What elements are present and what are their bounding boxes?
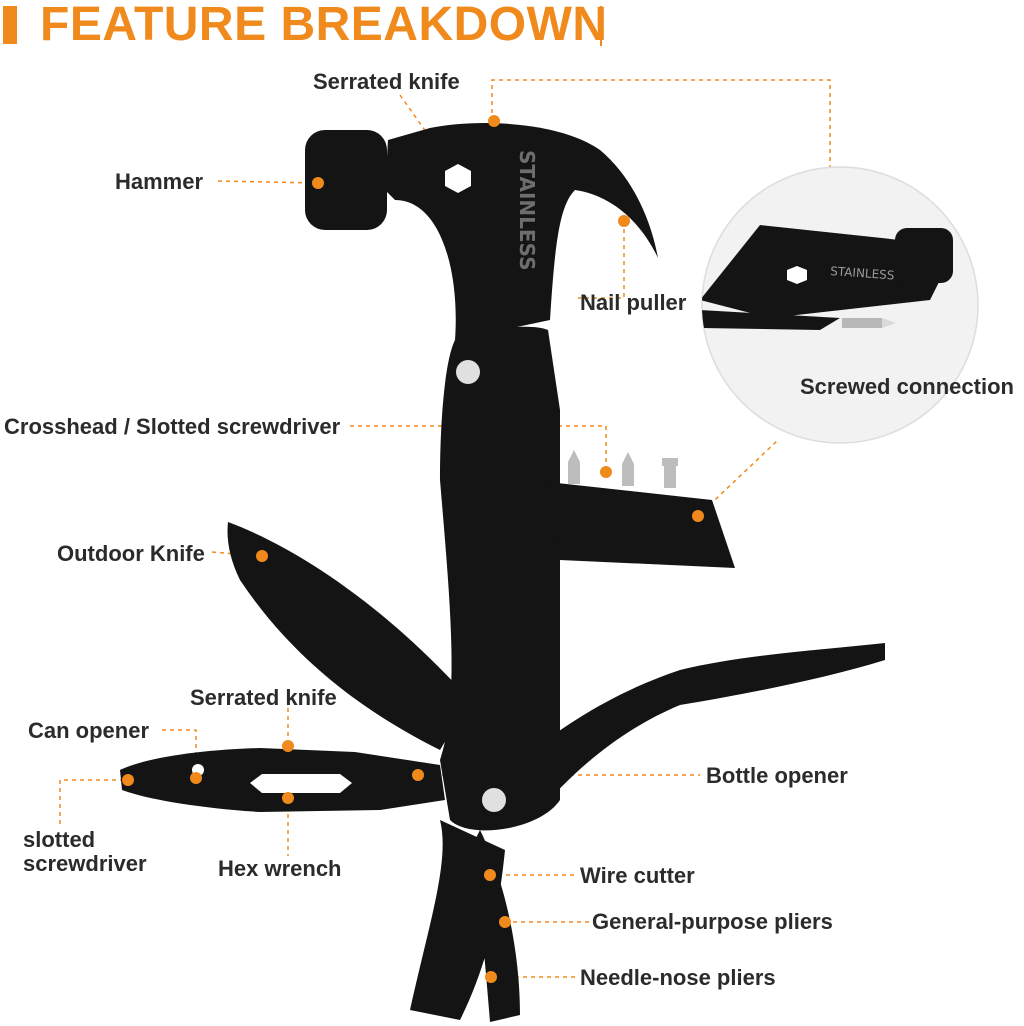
stainless-engraving: STAINLESS (515, 150, 539, 270)
bit-holder (548, 482, 735, 568)
title-cursor-mark (600, 6, 602, 46)
label-serrated-knife-top: Serrated knife (313, 69, 460, 94)
plier-jaw-right (470, 830, 520, 1022)
multitool: STAINLESS (120, 123, 885, 1022)
label-can-opener: Can opener (28, 718, 150, 743)
inset-engraving: STAINLESS (830, 264, 895, 282)
leader-crosshead-slotted (350, 425, 607, 472)
label-hammer: Hammer (115, 169, 204, 194)
callout-dots (122, 115, 704, 983)
page-title: FEATURE BREAKDOWN (40, 0, 608, 51)
label-slotted-screwdriver: slotted screwdriver (23, 827, 147, 877)
label-needle-nose-pliers: Needle-nose pliers (580, 965, 776, 990)
leader-slotted-screwdriver (59, 779, 128, 824)
leader-hammer (217, 180, 319, 184)
label-outdoor-knife: Outdoor Knife (57, 541, 205, 566)
outdoor-knife-blade (227, 522, 470, 750)
label-crosshead-slotted-screwdriver: Crosshead / Slotted screwdriver (4, 414, 341, 439)
label-bottle-opener: Bottle opener (706, 763, 848, 788)
label-serrated-knife-bottom: Serrated knife (190, 685, 337, 710)
leader-nail-puller (578, 221, 625, 299)
pivot-screw-bottom (482, 788, 506, 812)
label-wire-cutter: Wire cutter (580, 863, 695, 888)
leader-screwed-connection (491, 79, 831, 180)
label-nail-puller: Nail puller (580, 290, 687, 315)
screwdriver-bits (568, 450, 678, 488)
main-handle (440, 326, 560, 831)
label-screwed-connection: Screwed connection (800, 374, 1014, 399)
hammer-face (305, 130, 387, 230)
screwed-connection-inset: STAINLESS (701, 166, 979, 444)
leader-serrated-knife-top (399, 94, 461, 181)
label-hex-wrench: Hex wrench (218, 856, 342, 881)
title-accent-bar (3, 6, 17, 44)
pivot-screw-top (456, 360, 480, 384)
hex-slot (445, 164, 471, 193)
plier-handle (520, 643, 885, 810)
hex-wrench-cutout (250, 774, 352, 793)
header: FEATURE BREAKDOWN (0, 0, 1024, 60)
label-general-purpose-pliers: General-purpose pliers (592, 909, 833, 934)
